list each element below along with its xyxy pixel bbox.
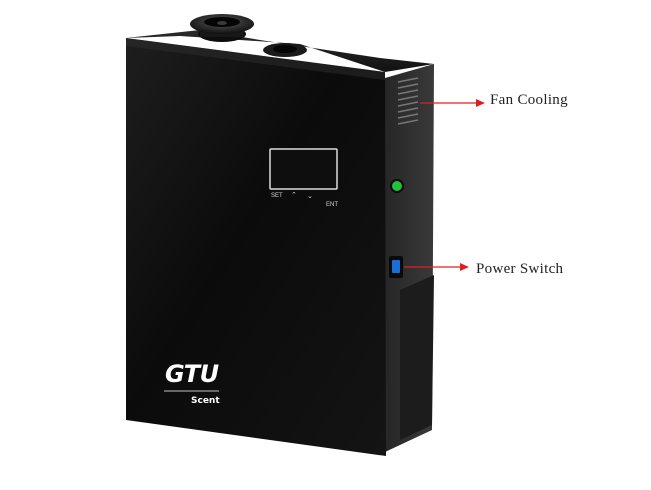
fan-cooling-label: Fan Cooling xyxy=(490,92,568,108)
display-screen xyxy=(269,148,338,190)
brand-sub: Scent xyxy=(191,396,220,406)
power-switch-label: Power Switch xyxy=(476,261,564,277)
power-switch-arrow xyxy=(404,263,469,271)
side-panel xyxy=(385,64,434,452)
green-indicator-icon xyxy=(390,179,404,193)
down-button[interactable]: ⌄ xyxy=(307,193,313,200)
set-button[interactable]: SET xyxy=(271,193,283,199)
top-panel xyxy=(126,30,434,72)
fan-vent-icon xyxy=(397,77,419,125)
nozzle xyxy=(190,14,254,42)
ent-button[interactable]: ENT xyxy=(326,202,338,208)
front-face xyxy=(126,38,386,456)
up-button[interactable]: ⌃ xyxy=(291,192,297,199)
fan-cooling-arrow xyxy=(420,99,485,107)
power-switch-icon xyxy=(389,256,403,278)
brand-logo: GTU xyxy=(165,360,219,388)
